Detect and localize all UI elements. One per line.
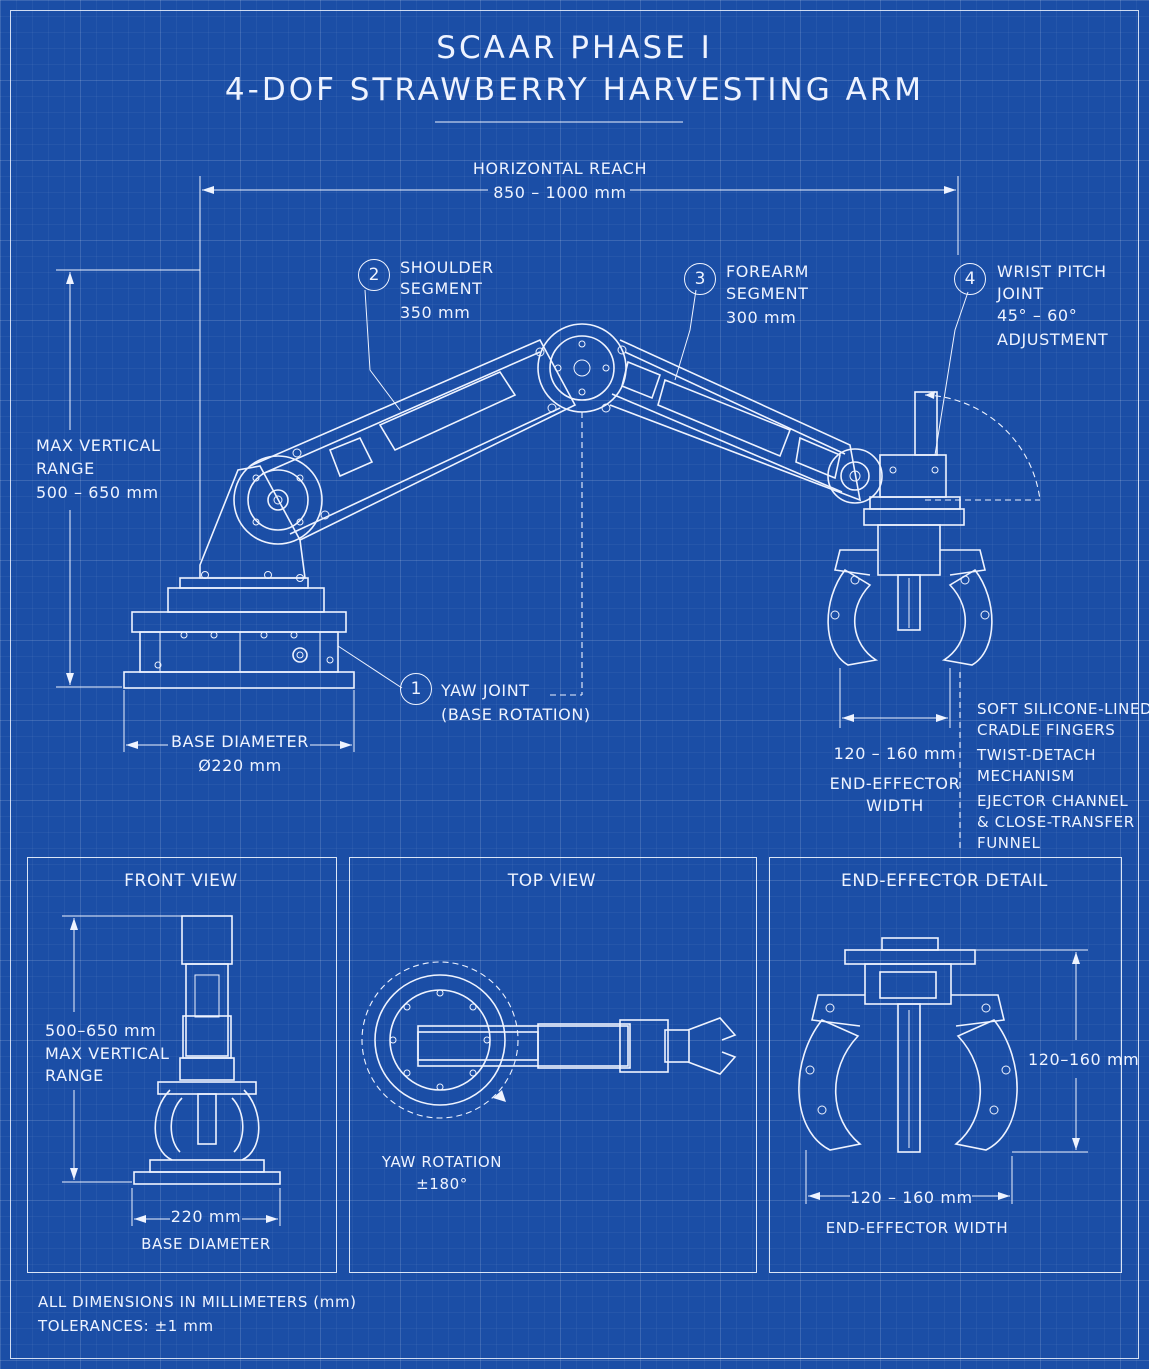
base-diameter-value: Ø220 mm [198,756,282,775]
front-view-panel [27,857,337,1273]
title-line-1: SCAAR PHASE I [436,30,713,66]
feature-3-line3: FUNNEL [977,834,1041,852]
callout-1-badge: 1 [400,673,432,705]
ee-width-value: 120 – 160 mm [833,744,957,763]
callout-2-line2: SEGMENT [400,279,483,298]
callout-4-leader [934,291,969,456]
callout-4-line1: WRIST PITCH [997,262,1107,281]
vert-range-line2: RANGE [36,459,95,478]
reach-value: 850 – 1000 mm [493,183,627,202]
feature-2-line2: MECHANISM [977,767,1075,785]
callout-3-leader [674,289,697,381]
top-rotation-value: ±180° [416,1175,468,1193]
base-arrow-left [126,741,138,749]
vert-range-value: 500 – 650 mm [36,483,159,502]
feature-1-line2: CRADLE FINGERS [977,721,1116,739]
detail-width-value: 120 – 160 mm [850,1188,973,1207]
callout-4-line2: JOINT [997,284,1044,303]
end-effector-detail-panel [769,857,1122,1273]
forearm-segment [609,339,862,502]
main-gripper [827,524,993,666]
callout-2-badge: 2 [358,259,390,291]
front-base-label: BASE DIAMETER [141,1235,271,1253]
front-dim-line2: MAX VERTICAL [45,1044,170,1063]
detail-height-value: 120–160 mm [1028,1050,1140,1069]
callout-1-leader [337,645,403,689]
feature-3-line1: EJECTOR CHANNEL [977,792,1129,810]
top-view-title: TOP VIEW [507,871,597,891]
callout-4-line4: ADJUSTMENT [997,330,1109,349]
callout-2-leader [364,289,401,411]
wrist-angle-arc [924,394,1041,501]
wrist-arc-arrow [925,391,935,399]
feature-3-line2: & CLOSE-TRANSFER [977,813,1135,831]
callout-3-line3: 300 mm [726,308,797,327]
ee-width-line1: END-EFFECTOR [829,774,961,793]
title-line-2: 4-DOF STRAWBERRY HARVESTING ARM [224,72,925,108]
front-base-value: 220 mm [170,1207,242,1226]
callout-1-line2: (BASE ROTATION) [441,705,591,724]
base-arrow-right [340,741,352,749]
top-view-panel [349,857,757,1273]
end-effector-detail-drawing [798,937,1088,1204]
vert-arrow-top [66,272,74,284]
front-view-drawing [62,915,281,1226]
callout-2-line1: SHOULDER [400,258,494,277]
callout-3-line1: FOREARM [726,262,810,281]
reach-arrow-left [202,186,214,194]
top-view-drawing [361,961,737,1119]
top-rotation-label: YAW ROTATION [381,1153,503,1171]
vert-arrow-bottom [66,673,74,685]
callout-2-line3: 350 mm [400,303,471,322]
reach-arrow-right [944,186,956,194]
reach-label: HORIZONTAL REACH [472,159,648,178]
vert-range-line1: MAX VERTICAL [36,436,161,455]
callout-3-line2: SEGMENT [726,284,809,303]
wrist-joint [827,391,965,526]
shoulder-segment [199,338,577,579]
callout-4-badge: 4 [954,263,986,295]
detail-width-label: END-EFFECTOR WIDTH [825,1219,1009,1237]
feature-2-line1: TWIST-DETACH [977,746,1097,764]
front-dim-value: 500–650 mm [45,1021,157,1040]
front-view-title: FRONT VIEW [124,871,238,891]
sheet-border [10,10,1139,1359]
ee-width-line2: WIDTH [866,796,924,815]
callout-1-line1: YAW JOINT [441,681,530,700]
callout-4-line3: 45° – 60° [997,306,1078,325]
callout-3-badge: 3 [684,263,716,295]
note-units: ALL DIMENSIONS IN MILLIMETERS (mm) [38,1293,357,1311]
front-dim-line3: RANGE [45,1066,104,1085]
feature-1-line1: SOFT SILICONE-LINED [977,700,1149,718]
note-tolerance: TOLERANCES: ±1 mm [38,1317,214,1335]
base-diameter-label: BASE DIAMETER [171,732,309,751]
detail-title: END-EFFECTOR DETAIL [841,871,1048,891]
